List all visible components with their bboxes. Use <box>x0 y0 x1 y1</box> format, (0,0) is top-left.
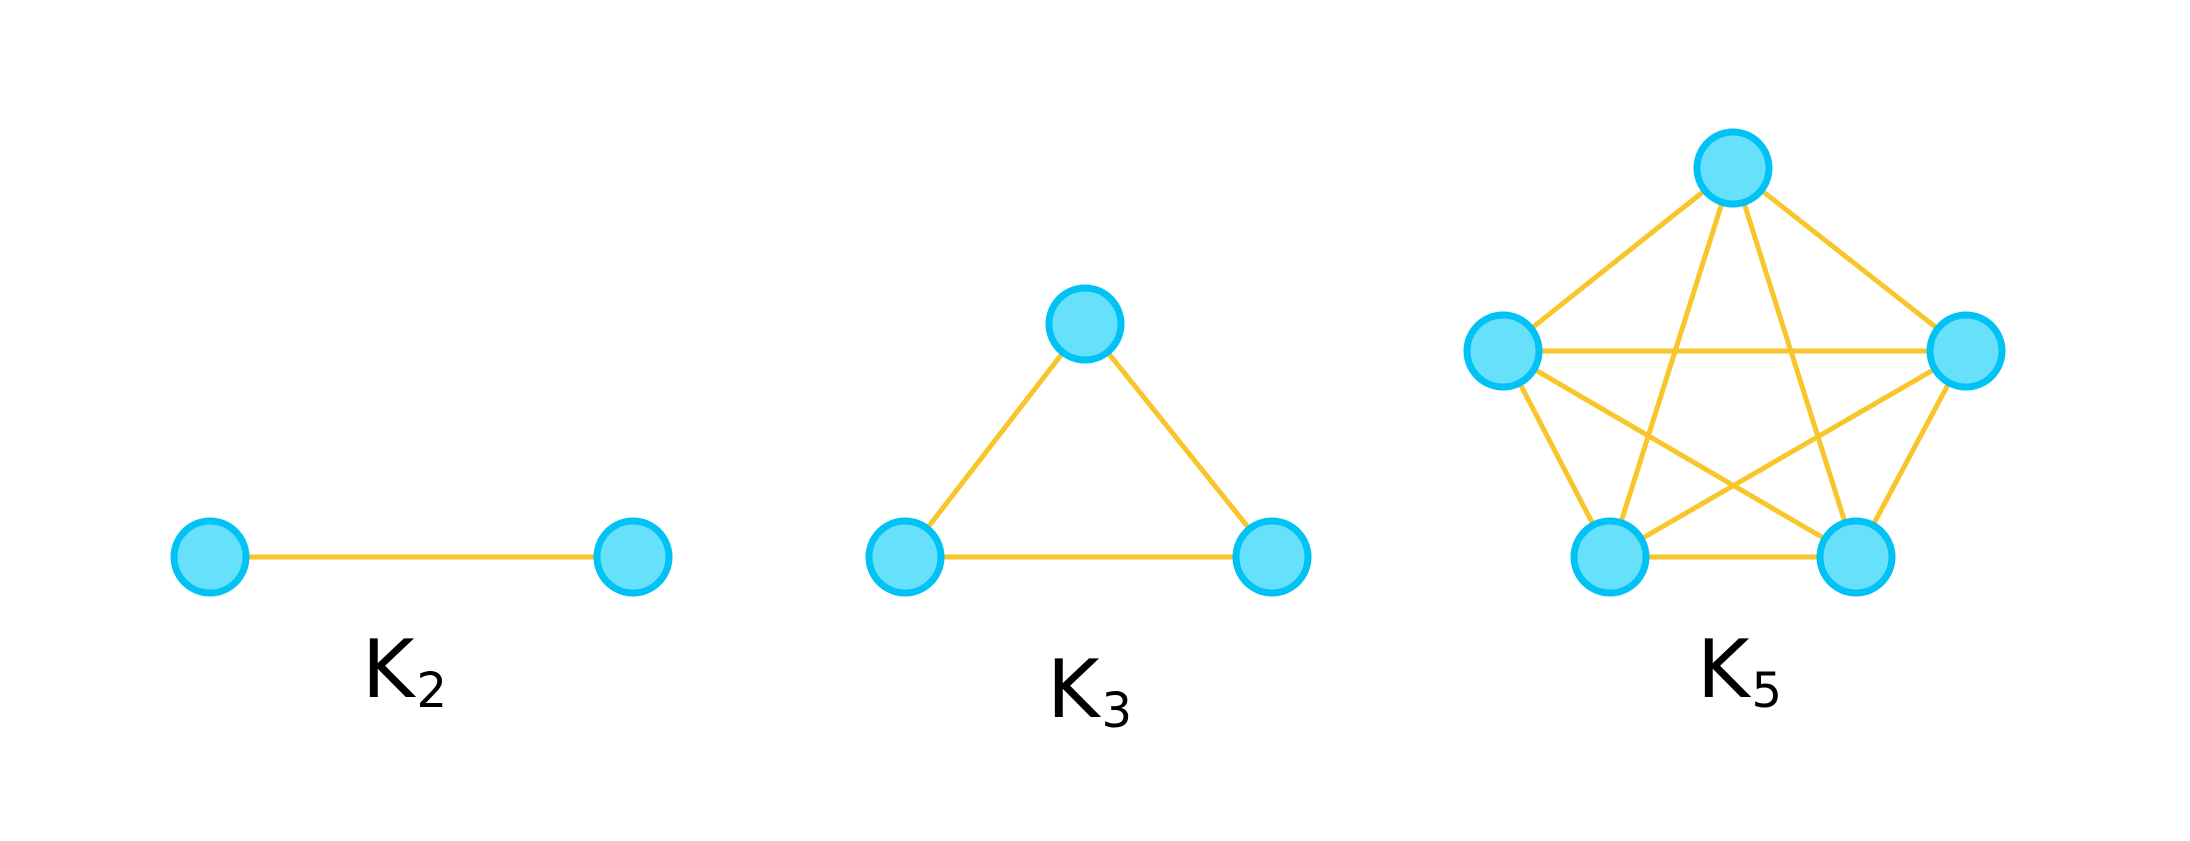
label-k5: K5 <box>1697 630 1782 716</box>
label-k5-main: K <box>1697 623 1750 716</box>
k5-edge-0-1 <box>1730 165 1969 354</box>
k5-edge-1-3 <box>1607 348 1969 560</box>
k5-node-2 <box>1816 517 1896 597</box>
label-k3-subscript: 3 <box>1101 683 1133 739</box>
k3-node-1 <box>865 517 945 597</box>
k2-node-1 <box>593 517 673 597</box>
graph-k5 <box>1463 128 2006 597</box>
label-k3: K3 <box>1047 650 1132 736</box>
k3-edge-0-1 <box>902 321 1088 560</box>
label-k5-subscript: 5 <box>1751 663 1783 719</box>
label-k2-main: K <box>362 623 415 716</box>
label-k2: K2 <box>362 630 447 716</box>
k5-node-4 <box>1463 311 1543 391</box>
k5-edge-0-4 <box>1500 165 1736 354</box>
k5-edge-0-2 <box>1730 165 1859 560</box>
k5-node-3 <box>1570 517 1650 597</box>
label-k3-main: K <box>1047 643 1100 736</box>
k5-node-0 <box>1693 128 1773 208</box>
k5-edge-2-4 <box>1500 348 1859 560</box>
k3-node-0 <box>1045 284 1125 364</box>
k3-node-2 <box>1232 517 1312 597</box>
k5-edge-0-3 <box>1607 165 1736 560</box>
label-k2-subscript: 2 <box>416 663 448 719</box>
k2-node-0 <box>170 517 250 597</box>
graph-k2 <box>170 517 673 597</box>
k3-edge-0-2 <box>1082 321 1275 560</box>
k5-node-1 <box>1926 311 2006 391</box>
graph-k3 <box>865 284 1312 597</box>
